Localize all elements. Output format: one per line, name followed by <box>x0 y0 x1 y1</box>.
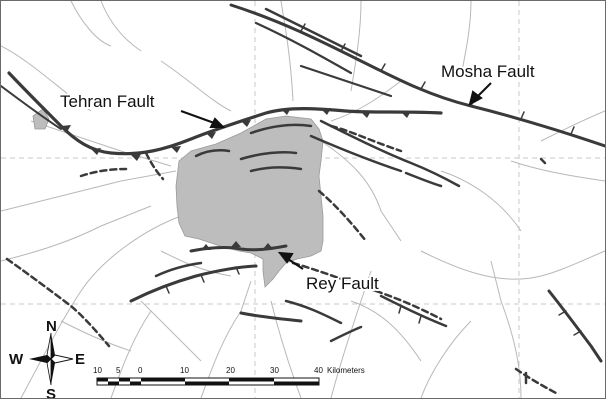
road <box>160 60 232 112</box>
compass-east-arrow <box>50 354 74 364</box>
compass-rose: N S E W <box>9 318 85 398</box>
southern-fault <box>154 261 203 278</box>
road <box>540 110 605 142</box>
southern-fault <box>379 294 448 328</box>
scale-tick-label: 0 <box>138 366 143 375</box>
road <box>70 1 112 47</box>
road <box>110 310 152 398</box>
tehran-fault-barbs <box>61 108 411 161</box>
western-settlement <box>32 108 50 130</box>
road <box>60 320 132 352</box>
inferred-fault <box>291 261 378 293</box>
inferred-fault <box>317 189 368 243</box>
road <box>280 1 294 102</box>
road <box>1 205 152 262</box>
road <box>350 1 362 92</box>
scale-bar-segments <box>97 378 319 385</box>
road <box>1 170 177 212</box>
inferred-faults <box>5 124 558 395</box>
inferred-fault <box>5 257 111 348</box>
fault-strand <box>194 148 231 158</box>
road <box>270 300 302 398</box>
fault-strand <box>254 21 353 75</box>
fault-labels: Tehran Fault Mosha Fault Rey Fault <box>58 60 537 295</box>
road <box>20 215 182 398</box>
fault-strand <box>249 123 313 135</box>
minor-fault-segments <box>329 157 547 385</box>
fault-strand <box>319 119 461 188</box>
fault-strand <box>309 134 403 173</box>
road <box>330 80 402 122</box>
southern-fault <box>284 299 343 325</box>
scale-units-label: Kilometers <box>327 366 365 375</box>
intra-city-faults <box>194 119 461 188</box>
scale-bar: 10 5 0 10 20 30 40 Kilometers <box>93 366 365 386</box>
road <box>510 160 605 182</box>
tehran-fault <box>7 71 443 161</box>
inferred-fault <box>79 167 128 178</box>
compass-west-arrow <box>29 355 51 363</box>
compass-e: E <box>75 351 85 368</box>
southern-fault-ticks <box>165 266 582 336</box>
compass-n: N <box>46 318 57 335</box>
fault-strand <box>249 166 303 173</box>
mosha-fault-arrowhead <box>468 90 483 106</box>
tehran-fault-label: Tehran Fault <box>60 92 155 111</box>
southeastern-fault <box>547 289 603 363</box>
rey-fault-arrowhead <box>277 251 294 264</box>
road <box>140 300 202 362</box>
scale-tick-label: 30 <box>270 366 279 375</box>
scale-tick-label: 10 <box>180 366 189 375</box>
label-arrows <box>180 82 492 270</box>
road <box>490 260 522 398</box>
road <box>330 270 372 398</box>
fault-segment <box>329 325 363 343</box>
inferred-fault <box>329 124 403 153</box>
scale-tick-label: 5 <box>116 366 121 375</box>
road <box>420 320 472 398</box>
mosha-fault-label: Mosha Fault <box>441 62 535 81</box>
fault-strand <box>299 64 393 98</box>
fault-strand <box>404 171 443 188</box>
road <box>440 170 522 232</box>
fault-strand <box>1 85 62 130</box>
inferred-fault <box>144 151 165 181</box>
mosha-fault-splay <box>264 7 363 58</box>
inferred-fault <box>374 289 443 321</box>
tehran-fault-arrowhead <box>209 117 226 128</box>
tehran-fault-arrow <box>180 110 218 125</box>
mosha-fault-trace <box>229 3 605 148</box>
fault-segment <box>539 157 547 165</box>
scale-tick-label: 40 <box>314 366 323 375</box>
southern-fault <box>129 264 258 303</box>
southern-fault <box>239 311 303 323</box>
compass-w: W <box>9 351 24 368</box>
compass-s: S <box>46 386 56 398</box>
road <box>30 120 172 167</box>
rey-fault <box>129 241 603 363</box>
road <box>1 45 92 112</box>
fault-strand <box>239 151 298 161</box>
road <box>100 1 142 52</box>
rey-fault-label: Rey Fault <box>306 274 379 293</box>
road <box>420 250 605 280</box>
scale-tick-label: 10 <box>93 366 102 375</box>
road <box>460 1 472 77</box>
rey-fault-barbs <box>201 241 273 250</box>
inferred-fault <box>514 367 558 395</box>
tehran-city-area <box>175 115 324 288</box>
road <box>320 140 402 242</box>
scale-bar-ticks: 10 5 0 10 20 30 40 <box>93 366 323 375</box>
road <box>350 300 422 362</box>
scale-tick-label: 20 <box>226 366 235 375</box>
northern-fault-strands <box>1 21 393 130</box>
